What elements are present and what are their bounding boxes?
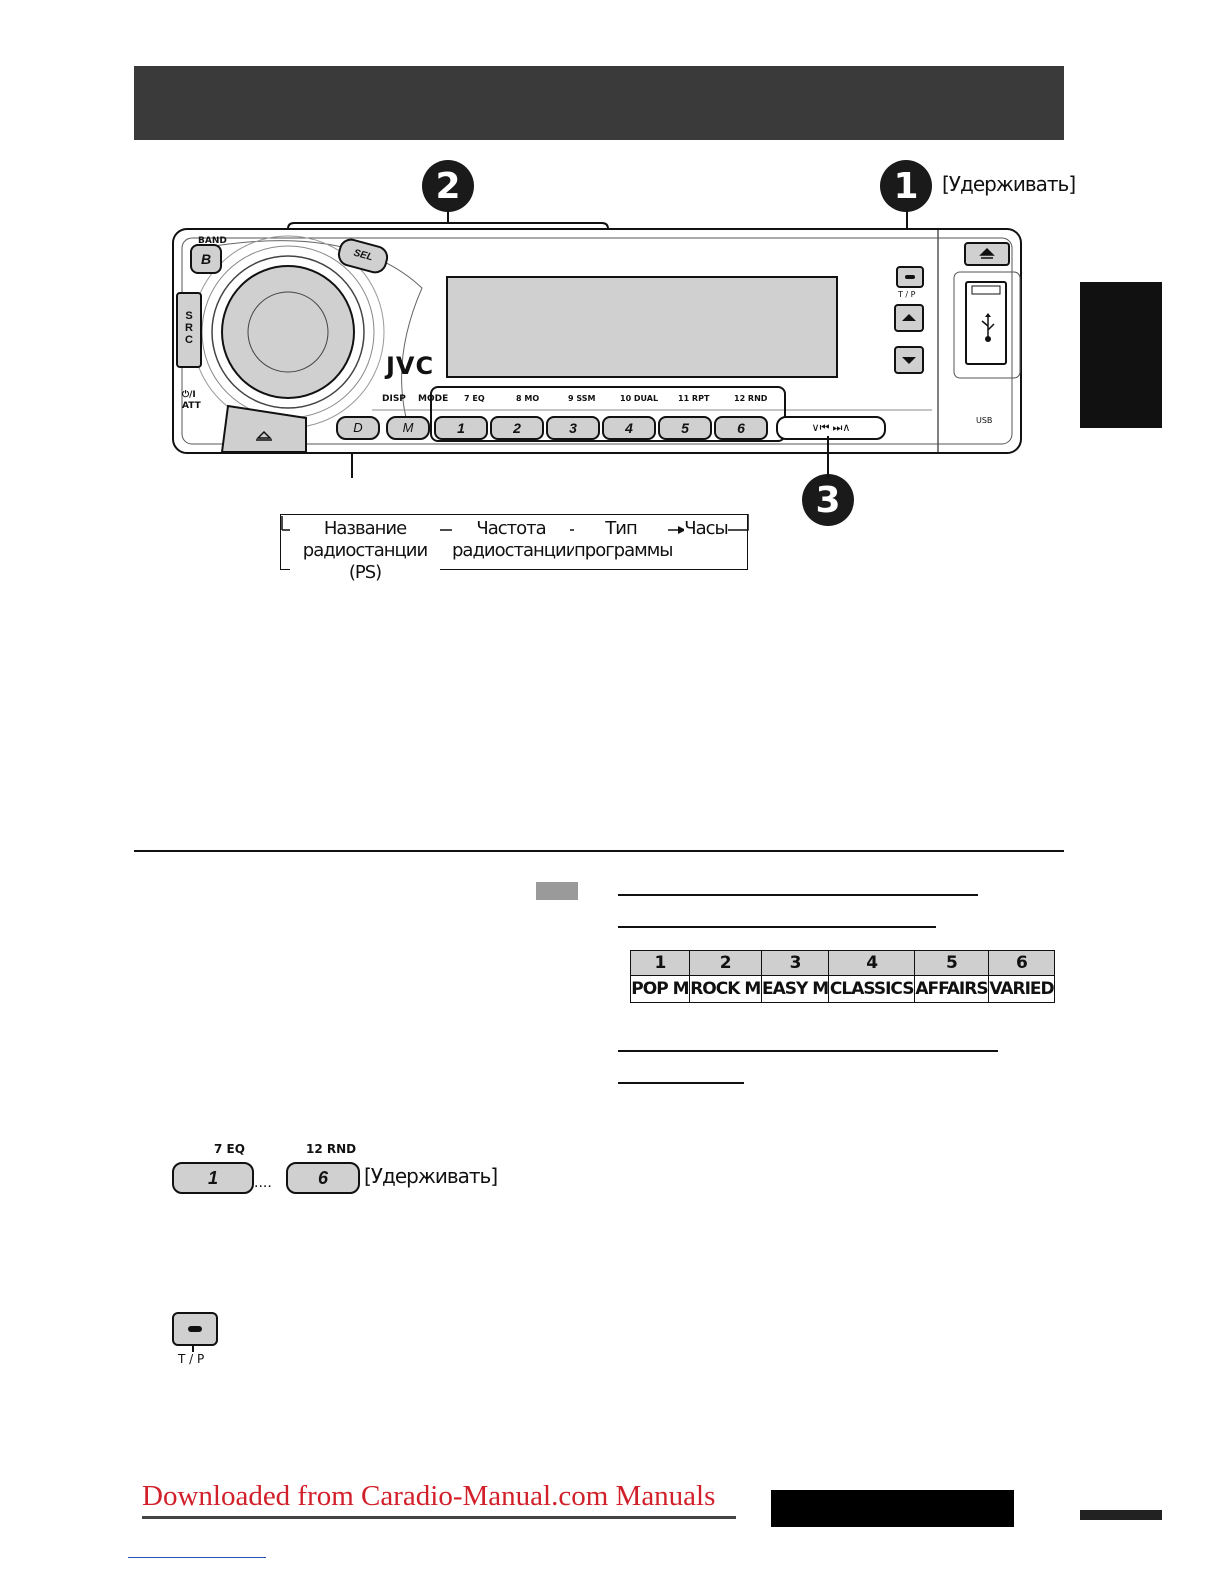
band-label: BAND [198, 236, 227, 246]
preset-fn-3: 9 SSM [568, 394, 596, 403]
lower-tp-button[interactable] [172, 1312, 218, 1346]
usb-port[interactable] [952, 270, 1024, 380]
callout-2: 2 [422, 160, 474, 212]
page-footer-box [771, 1490, 1014, 1527]
tp-button[interactable] [896, 266, 924, 288]
down-button[interactable] [894, 346, 924, 374]
pty-number-6: 6 [987, 950, 1056, 976]
preset-button-1[interactable]: 1 [434, 416, 488, 440]
preset-button-3[interactable]: 3 [546, 416, 600, 440]
preset-fn-2: 8 MO [516, 394, 540, 403]
pty-number-4: 4 [828, 950, 915, 976]
usb-label: USB [976, 416, 993, 425]
band-button[interactable]: B [190, 244, 222, 274]
callout-2-bracket [287, 211, 609, 387]
flow-step-station-name: Название радиостанции (PS) [290, 518, 440, 584]
mode-button[interactable]: M [386, 416, 430, 440]
preset-button-2[interactable]: 2 [490, 416, 544, 440]
pty-number-3: 3 [760, 950, 830, 976]
pty-number-2: 2 [688, 950, 762, 976]
preset-button-4[interactable]: 4 [602, 416, 656, 440]
download-watermark[interactable]: Downloaded from Caradio-Manual.com Manua… [142, 1480, 716, 1512]
text-underline-1 [618, 894, 978, 896]
up-button[interactable] [894, 304, 924, 332]
tp-label: T / P [898, 290, 916, 299]
text-underline-4 [618, 1082, 744, 1084]
pty-name-1: POP M [630, 975, 690, 1003]
pty-table-name-row: POP M ROCK M EASY M CLASSICS AFFAIRS VAR… [630, 975, 1056, 1003]
tp-button-dash [905, 275, 915, 279]
lower-tp-dash [188, 1326, 202, 1332]
pty-name-4: CLASSICS [828, 975, 915, 1003]
footer-link-line [128, 1557, 266, 1558]
section-header-bar [134, 66, 1064, 140]
src-button[interactable]: S R C [176, 292, 202, 368]
preset-fn-5: 11 RPT [678, 394, 710, 403]
pty-number-5: 5 [913, 950, 989, 976]
flow-step-frequency: Частота радиостанции [452, 518, 577, 562]
text-underline-3 [618, 1050, 998, 1052]
preset-fn-1: 7 EQ [464, 394, 485, 403]
power-att-label: ⏻/I ATT [182, 390, 201, 411]
disp-connector [351, 452, 353, 478]
preset-button-6[interactable]: 6 [714, 416, 768, 440]
note-marker [536, 882, 578, 900]
callout-3: 3 [802, 474, 854, 526]
pty-name-2: ROCK M [688, 975, 762, 1003]
flow-step-clock: Часы [684, 518, 729, 540]
lower-preset-fn-first: 7 EQ [214, 1142, 245, 1156]
jvc-logo: JVC [386, 352, 435, 380]
lower-preset-button-6[interactable]: 6 [286, 1162, 360, 1194]
callout-3-connector [827, 436, 829, 478]
eject-button[interactable] [964, 242, 1010, 266]
usb-icon [981, 313, 995, 342]
lower-preset-fn-last: 12 RND [306, 1142, 357, 1156]
preset-button-5[interactable]: 5 [658, 416, 712, 440]
preset-fn-6: 12 RND [734, 394, 768, 403]
lower-tp-label: T / P [178, 1352, 205, 1366]
section-divider [134, 850, 1064, 852]
lower-tp-tick [192, 1346, 194, 1352]
page-footer-bar [1080, 1510, 1162, 1520]
eject-icon [979, 247, 995, 259]
disp-label: DISP [382, 394, 406, 404]
text-underline-2 [618, 926, 936, 928]
language-side-tab [1080, 282, 1162, 428]
download-underline [142, 1516, 736, 1519]
pty-name-5: AFFAIRS [913, 975, 989, 1003]
preset-group [430, 386, 786, 442]
hold-label-top: [Удерживать] [942, 172, 1076, 196]
pty-name-3: EASY M [760, 975, 830, 1003]
pty-table-header-row: 1 2 3 4 5 6 [630, 950, 1056, 976]
lcd-display [446, 276, 838, 378]
callout-1: 1 [880, 160, 932, 212]
arrow-down-icon [902, 357, 916, 364]
volume-knob[interactable] [186, 230, 386, 430]
lower-preset-button-1[interactable]: 1 [172, 1162, 254, 1194]
pty-name-6: VARIED [987, 975, 1056, 1003]
mode-label: MODE [418, 394, 449, 404]
pty-preset-table: 1 2 3 4 5 6 POP M ROCK M EASY M CLASSICS… [630, 950, 1056, 1003]
arrow-up-icon [902, 314, 916, 321]
preset-fn-4: 10 DUAL [620, 394, 659, 403]
lower-hold-label: [Удерживать] [364, 1164, 498, 1188]
flow-step-program-type: Тип программы [574, 518, 674, 562]
detach-button[interactable] [220, 404, 308, 454]
car-stereo-panel: BAND B SEL S R C ⏻/I ATT JVC DISP MODE D… [172, 228, 1022, 454]
pty-number-1: 1 [630, 950, 690, 976]
lower-ellipsis: .... [254, 1174, 272, 1191]
seek-button[interactable]: ∨⏮ ⏭∧ [776, 416, 886, 440]
disp-button[interactable]: D [336, 416, 380, 440]
